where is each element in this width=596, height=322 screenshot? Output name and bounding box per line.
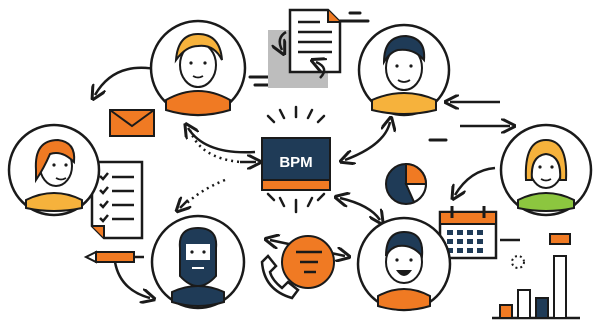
document-icon	[268, 8, 342, 88]
person-right-avatar	[499, 123, 593, 217]
pie-chart-icon	[385, 162, 428, 205]
checklist-icon	[90, 160, 144, 240]
bar-chart-icon	[492, 233, 580, 320]
phone-call-icon	[260, 235, 335, 300]
pencil-icon	[83, 250, 144, 264]
person-top-right-avatar	[357, 23, 451, 117]
person-bottom-right-avatar	[356, 216, 452, 312]
calendar-icon	[438, 206, 498, 260]
envelope-icon	[109, 109, 155, 137]
person-bottom-left-avatar	[150, 214, 246, 310]
person-left-avatar	[7, 123, 101, 217]
dash-decorations	[248, 11, 448, 142]
bpm-monitor-icon: BPM	[261, 105, 331, 214]
person-top-left-avatar	[149, 19, 247, 117]
bpm-label: BPM	[279, 154, 312, 171]
